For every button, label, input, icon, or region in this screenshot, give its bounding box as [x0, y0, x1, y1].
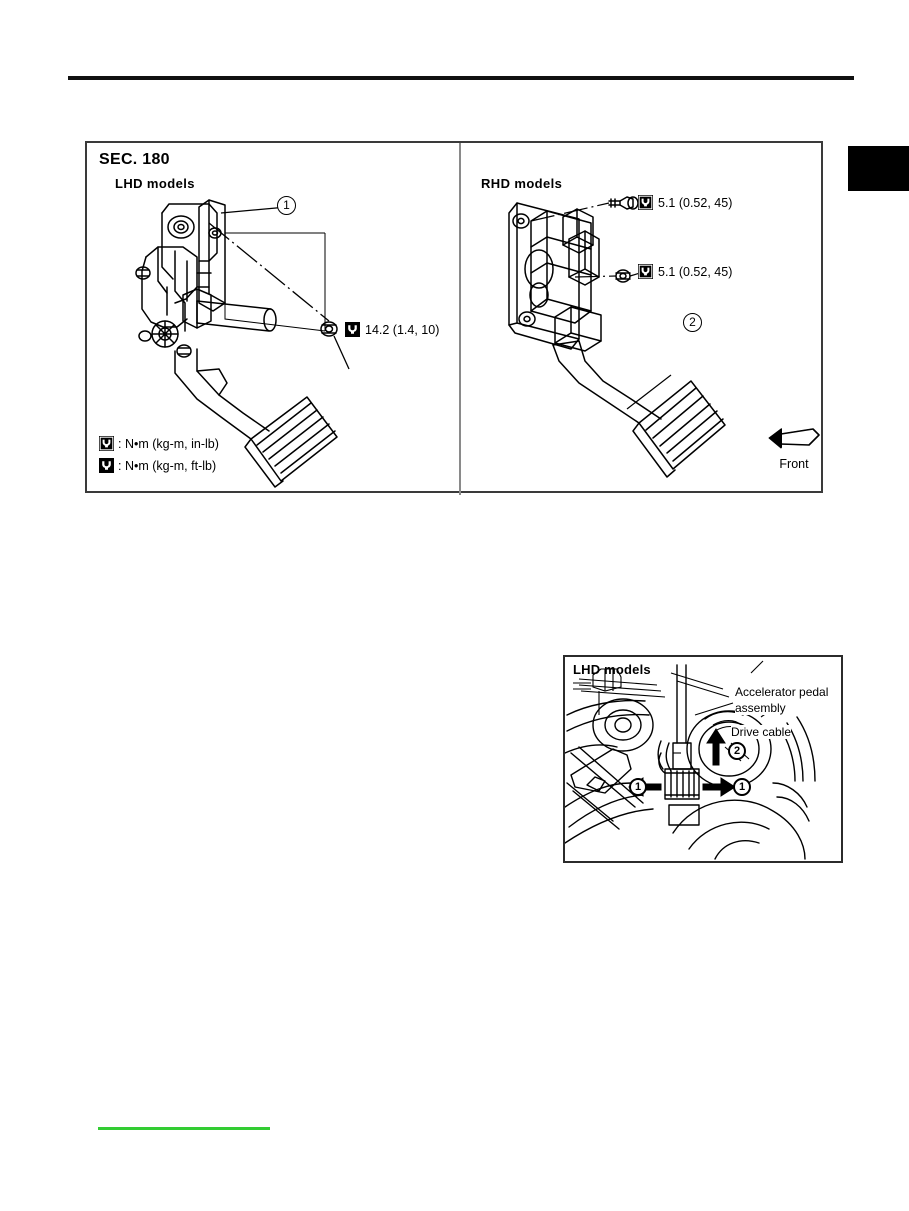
balloon-rhd-2: 2: [683, 313, 702, 332]
torque-callout-rhd-2: 5.1 (0.52, 45): [638, 264, 732, 279]
lhd-pedal-assembly-drawing: [135, 199, 350, 488]
balloon-lhd-1: 1: [277, 196, 296, 215]
inset-panel-title: LHD models: [573, 662, 651, 677]
inset-callout-accelerator-pedal: Accelerator pedal: [735, 685, 829, 699]
torque-value-rhd-1: 5.1 (0.52, 45): [658, 195, 733, 210]
page-header-rule: [68, 76, 854, 80]
inset-balloon-right: 1: [733, 778, 751, 796]
torque-ftlb-icon: [99, 458, 114, 473]
front-arrow-icon: [768, 428, 820, 449]
rhd-panel-title: RHD models: [481, 176, 563, 191]
rhd-pedal-assembly-drawing: [508, 196, 726, 478]
torque-inlb-icon: [638, 195, 653, 210]
legend-row-inlb: : N•m (kg-m, in-lb): [99, 436, 219, 451]
section-number-label: SEC. 180: [99, 151, 170, 168]
torque-callout-rhd-1: 5.1 (0.52, 45): [638, 195, 732, 210]
inset-balloon-up: 2: [728, 742, 746, 760]
figure-panel-divider: [459, 143, 461, 495]
legend-text-ftlb: : N•m (kg-m, ft-lb): [118, 458, 217, 473]
torque-callout-lhd-1: 14.2 (1.4, 10): [345, 322, 439, 337]
front-direction-marker: Front: [763, 425, 825, 471]
inset-balloon-left: 1: [629, 778, 647, 796]
torque-ftlb-icon: [345, 322, 360, 337]
section-edge-tab: [848, 146, 909, 191]
inset-callout-assembly: assembly: [735, 701, 786, 715]
inset-callout-drive-cable: Drive cable: [731, 725, 792, 739]
exploded-view-figure: SEC. 180 LHD models RHD models: [85, 141, 825, 495]
torque-inlb-icon: [99, 436, 114, 451]
legend-text-inlb: : N•m (kg-m, in-lb): [118, 436, 219, 451]
footer-accent-rule: [98, 1127, 270, 1130]
torque-inlb-icon: [638, 264, 653, 279]
front-label: Front: [779, 457, 809, 471]
legend-row-ftlb: : N•m (kg-m, ft-lb): [99, 458, 219, 473]
installation-photo-inset: LHD models: [563, 655, 843, 863]
torque-unit-legend: : N•m (kg-m, in-lb) : N•m (kg-m, ft-lb): [99, 436, 219, 480]
torque-value-lhd-1: 14.2 (1.4, 10): [365, 322, 440, 337]
torque-value-rhd-2: 5.1 (0.52, 45): [658, 264, 733, 279]
lhd-panel-title: LHD models: [115, 176, 195, 191]
